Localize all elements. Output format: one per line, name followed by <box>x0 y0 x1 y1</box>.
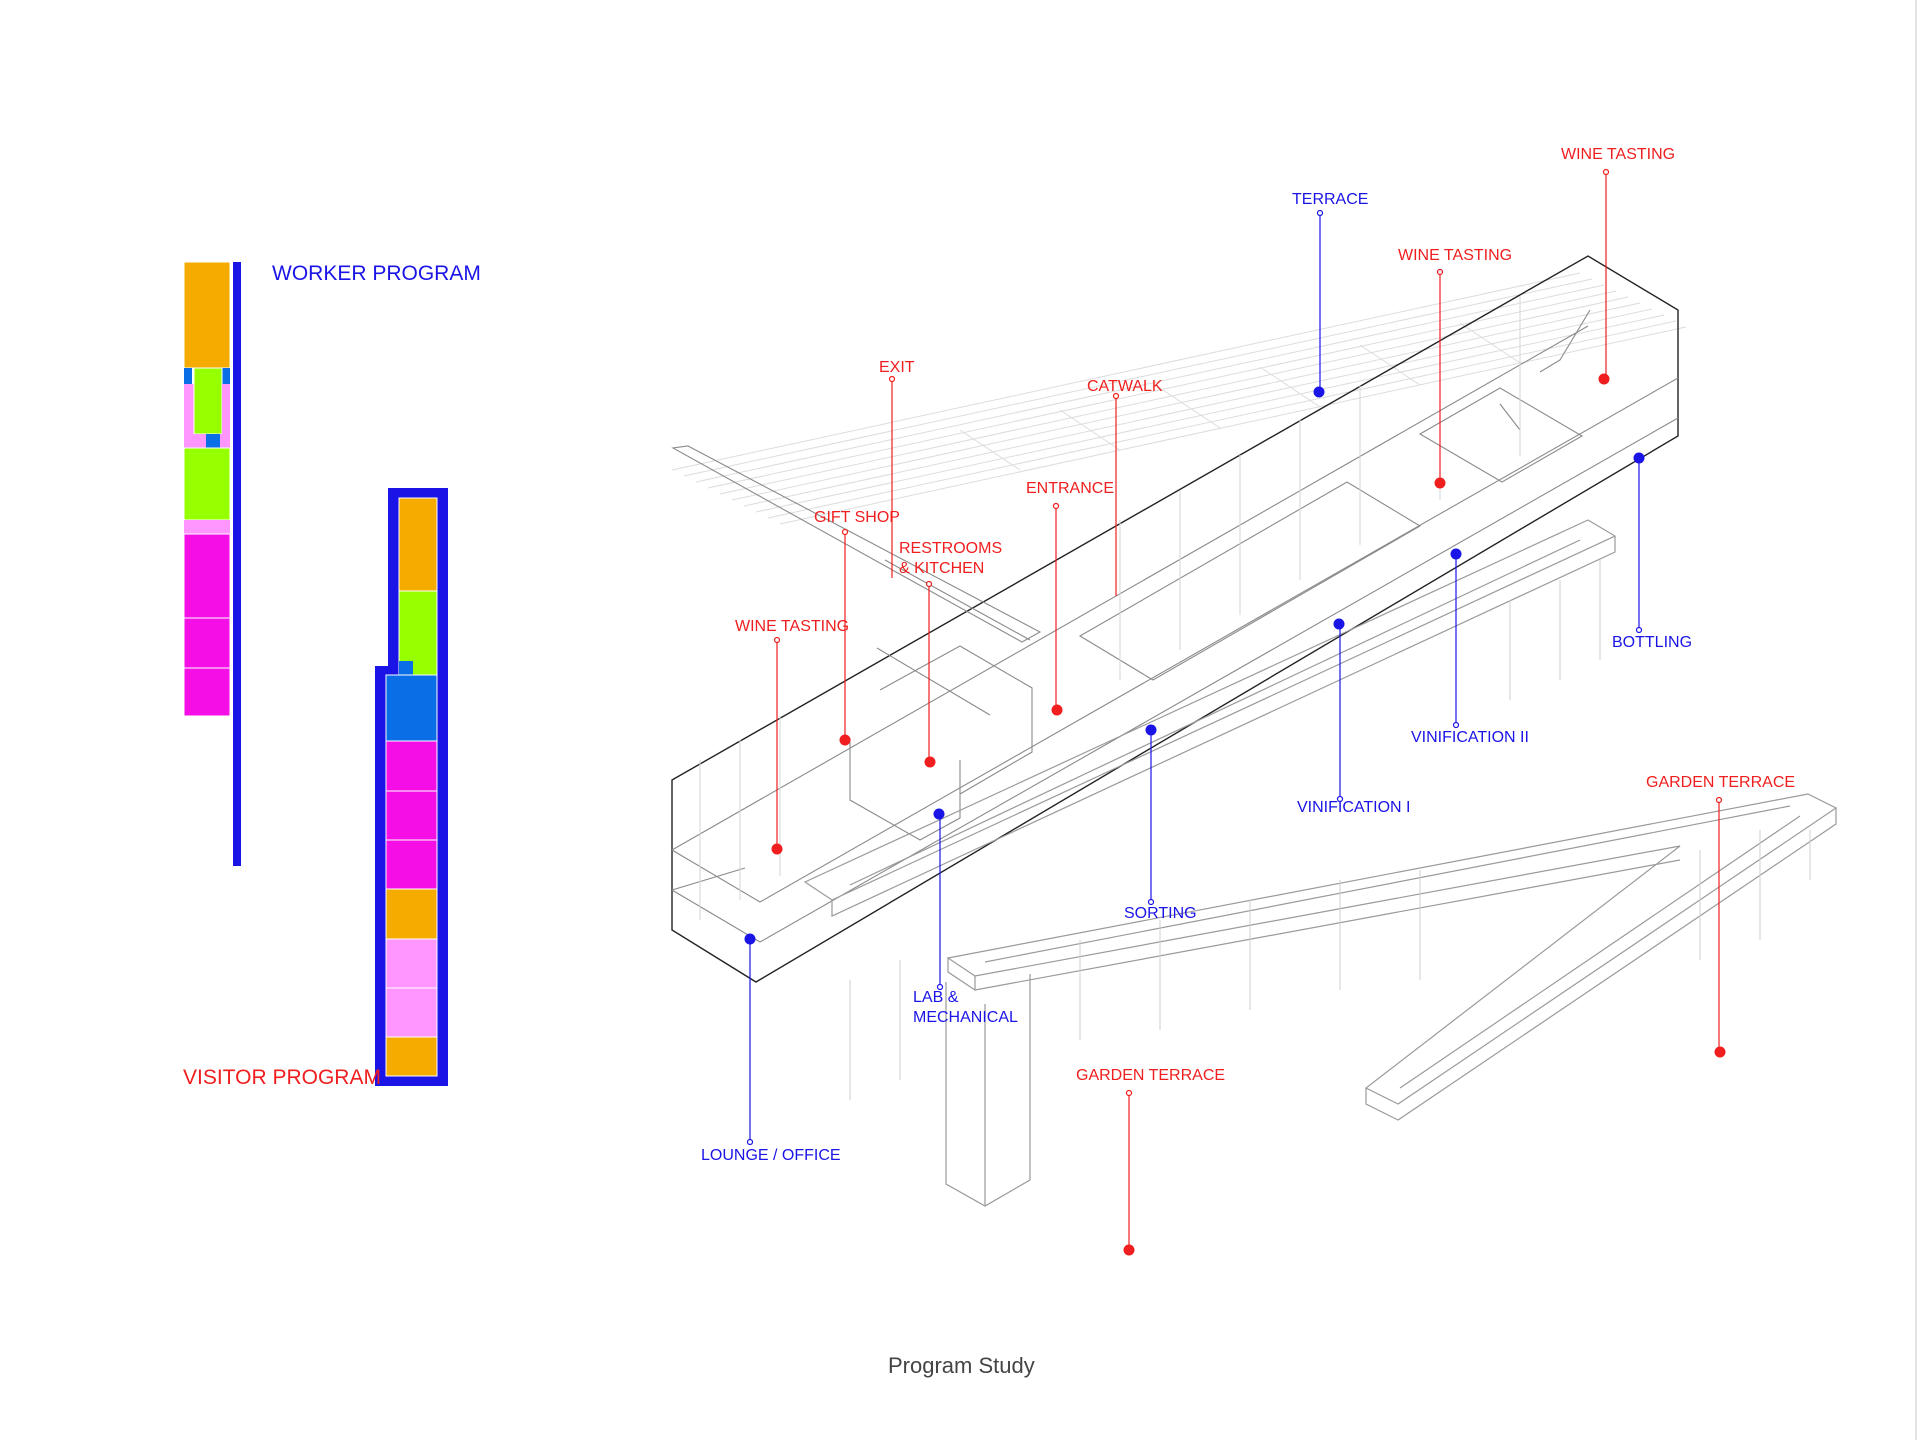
label-vinification-1: VINIFICATION I <box>1297 799 1410 816</box>
label-lab: LAB & <box>913 989 959 1006</box>
label-gift-shop: GIFT SHOP <box>814 509 900 526</box>
worker-labels: TERRACE BOTTLING VINIFICATION II VINIFIC… <box>701 191 1692 1164</box>
caption: Program Study <box>888 1353 1035 1378</box>
visitor-leaders <box>776 174 1720 1246</box>
leader-tips <box>746 168 1723 1146</box>
label-lounge-office: LOUNGE / OFFICE <box>701 1147 841 1164</box>
label-exit: EXIT <box>879 359 915 376</box>
label-sorting: SORTING <box>1124 905 1197 922</box>
label-garden-terrace-low: GARDEN TERRACE <box>1076 1067 1225 1084</box>
visitor-program-bar <box>375 488 448 1086</box>
label-wine-tasting-mid: WINE TASTING <box>1398 247 1512 264</box>
garden-terrace-structure <box>946 793 1838 1121</box>
column-pier <box>945 974 1031 1207</box>
worker-program-bar <box>183 261 241 866</box>
label-kitchen: & KITCHEN <box>899 560 984 577</box>
building-inner-lines <box>671 309 1679 943</box>
worker-leaders <box>749 215 1640 1140</box>
building-volume <box>671 255 1679 983</box>
ramp <box>803 519 1617 917</box>
label-wine-tasting-top: WINE TASTING <box>1561 146 1675 163</box>
support-posts <box>849 560 1811 1100</box>
worker-dots <box>744 386 1645 945</box>
visitor-program-title: VISITOR PROGRAM <box>183 1066 381 1089</box>
visitor-labels: WINE TASTING WINE TASTING EXIT CATWALK E… <box>735 146 1795 1084</box>
label-terrace: TERRACE <box>1292 191 1368 208</box>
label-mechanical: MECHANICAL <box>913 1009 1018 1026</box>
label-restrooms: RESTROOMS <box>899 540 1002 557</box>
visitor-dots <box>771 373 1726 1256</box>
label-vinification-2: VINIFICATION II <box>1411 729 1529 746</box>
worker-program-title: WORKER PROGRAM <box>272 262 481 285</box>
roof-grid-lines <box>671 272 1687 525</box>
label-wine-tasting-left: WINE TASTING <box>735 618 849 635</box>
label-entrance: ENTRANCE <box>1026 480 1114 497</box>
label-garden-terrace-right: GARDEN TERRACE <box>1646 774 1795 791</box>
label-catwalk: CATWALK <box>1087 378 1163 395</box>
label-bottling: BOTTLING <box>1612 634 1692 651</box>
